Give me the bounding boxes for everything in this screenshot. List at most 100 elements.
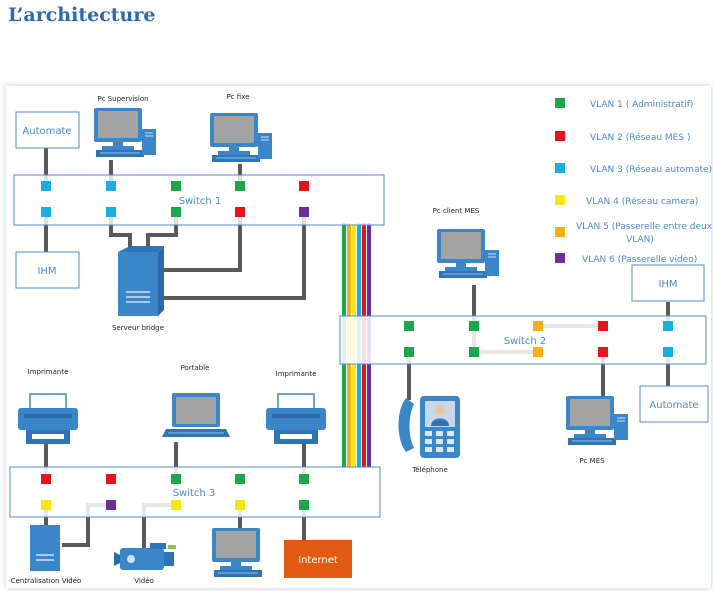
port (171, 474, 181, 484)
port (598, 347, 608, 357)
svg-text:IHM: IHM (658, 279, 677, 290)
laptop-icon (161, 392, 231, 438)
svg-text:VLAN 6 (Passerelle video): VLAN 6 (Passerelle video) (582, 255, 697, 265)
legend: VLAN 1 ( Administratif) VLAN 2 (Réseau M… (555, 98, 713, 265)
svg-text:Pc MES: Pc MES (579, 457, 605, 465)
port (299, 207, 309, 217)
imprimante-2: Imprimante (265, 370, 327, 445)
pc-supervision: Pc Supervision (93, 95, 157, 158)
port (235, 500, 245, 510)
port (171, 207, 181, 217)
port (533, 347, 543, 357)
internet-box: Internet (284, 540, 352, 578)
port (469, 347, 479, 357)
printer-icon (265, 393, 327, 445)
vlan5-swatch (555, 227, 565, 237)
port (663, 321, 673, 331)
svg-text:VLAN): VLAN) (626, 235, 654, 245)
svg-text:Pc fixe: Pc fixe (227, 93, 250, 101)
cable (158, 213, 242, 272)
tower-icon (257, 132, 273, 160)
switch-3-label: Switch 3 (173, 488, 216, 499)
portable: Portable (161, 364, 231, 438)
vlan1-swatch (555, 98, 565, 108)
printer-icon (17, 393, 79, 445)
svg-text:VLAN 5 (Passerelle entre deux: VLAN 5 (Passerelle entre deux (576, 222, 713, 232)
ihm-box-2: IHM (631, 264, 705, 302)
port (598, 321, 608, 331)
switch-1: Switch 1 (13, 174, 385, 226)
video: Vidéo (114, 543, 176, 585)
pc-video (211, 527, 263, 578)
svg-text:VLAN 4 (Réseau camera): VLAN 4 (Réseau camera) (586, 196, 698, 207)
svg-text:Téléphone: Téléphone (411, 466, 448, 474)
svg-text:VLAN 3 (Réseau automate): VLAN 3 (Réseau automate) (590, 164, 712, 175)
centralisation-video: Centralisation Vidéo (11, 525, 82, 585)
page-title: L’architecture (8, 4, 156, 26)
pc-fixe: Pc fixe (209, 93, 273, 163)
svg-text:VLAN 2 (Réseau MES ): VLAN 2 (Réseau MES ) (590, 132, 690, 143)
legend-item-vlan2: VLAN 2 (Réseau MES ) (555, 131, 690, 143)
switch-2-ports (404, 321, 673, 357)
svg-text:Automate: Automate (649, 400, 698, 411)
port (404, 347, 414, 357)
tower-icon (484, 249, 500, 277)
video-camera-icon (114, 543, 176, 570)
svg-text:Pc client MES: Pc client MES (433, 207, 480, 215)
svg-text:Pc Supervision: Pc Supervision (97, 95, 148, 103)
automate-box-2: Automate (639, 385, 709, 423)
svg-text:IHM: IHM (37, 266, 56, 277)
pc-mes: Pc MES (565, 395, 629, 465)
port (41, 500, 51, 510)
automate-box-1: Automate (15, 111, 80, 149)
svg-text:Portable: Portable (181, 364, 210, 372)
port (533, 321, 543, 331)
svg-text:Internet: Internet (298, 555, 338, 566)
desktop-computer-icon (565, 395, 617, 446)
svg-text:VLAN 1 ( Administratif): VLAN 1 ( Administratif) (590, 100, 693, 110)
server-icon (30, 525, 60, 571)
phone-icon (398, 396, 460, 458)
vlan6-swatch (555, 253, 565, 263)
switch-2: Switch 2 (339, 315, 707, 365)
legend-item-vlan4: VLAN 4 (Réseau camera) (555, 195, 698, 207)
port (469, 321, 479, 331)
port (235, 207, 245, 217)
svg-text:Automate: Automate (22, 126, 71, 137)
tower-icon (141, 128, 157, 156)
port (41, 181, 51, 191)
server-icon (118, 246, 164, 316)
vlan4-swatch (555, 195, 565, 205)
svg-text:Imprimante: Imprimante (276, 370, 317, 378)
legend-item-vlan3: VLAN 3 (Réseau automate) (555, 163, 712, 175)
port (106, 500, 116, 510)
switch-1-ports (41, 181, 309, 217)
port (41, 207, 51, 217)
port (106, 207, 116, 217)
svg-text:Serveur bridge: Serveur bridge (112, 324, 164, 332)
switch-2-label: Switch 2 (504, 336, 547, 347)
port (404, 321, 414, 331)
switch-3-ports (41, 474, 309, 510)
desktop-computer-icon (93, 107, 145, 158)
legend-item-vlan6: VLAN 6 (Passerelle video) (555, 253, 697, 265)
desktop-computer-icon (209, 112, 261, 163)
port (171, 181, 181, 191)
vlan2-swatch (555, 131, 565, 141)
desktop-computer-icon (436, 228, 488, 279)
port (235, 474, 245, 484)
port (299, 500, 309, 510)
legend-item-vlan5: VLAN 5 (Passerelle entre deux VLAN) (555, 222, 713, 245)
imprimante-1: Imprimante (17, 368, 79, 445)
ihm-box-1: IHM (15, 251, 80, 289)
port (299, 181, 309, 191)
switch-3: Switch 3 (9, 466, 381, 518)
svg-text:Vidéo: Vidéo (134, 577, 154, 585)
legend-item-vlan1: VLAN 1 ( Administratif) (555, 98, 693, 110)
svg-text:Imprimante: Imprimante (28, 368, 69, 376)
port (41, 474, 51, 484)
svg-text:Centralisation Vidéo: Centralisation Vidéo (11, 577, 82, 585)
cable (158, 213, 306, 300)
port (106, 181, 116, 191)
